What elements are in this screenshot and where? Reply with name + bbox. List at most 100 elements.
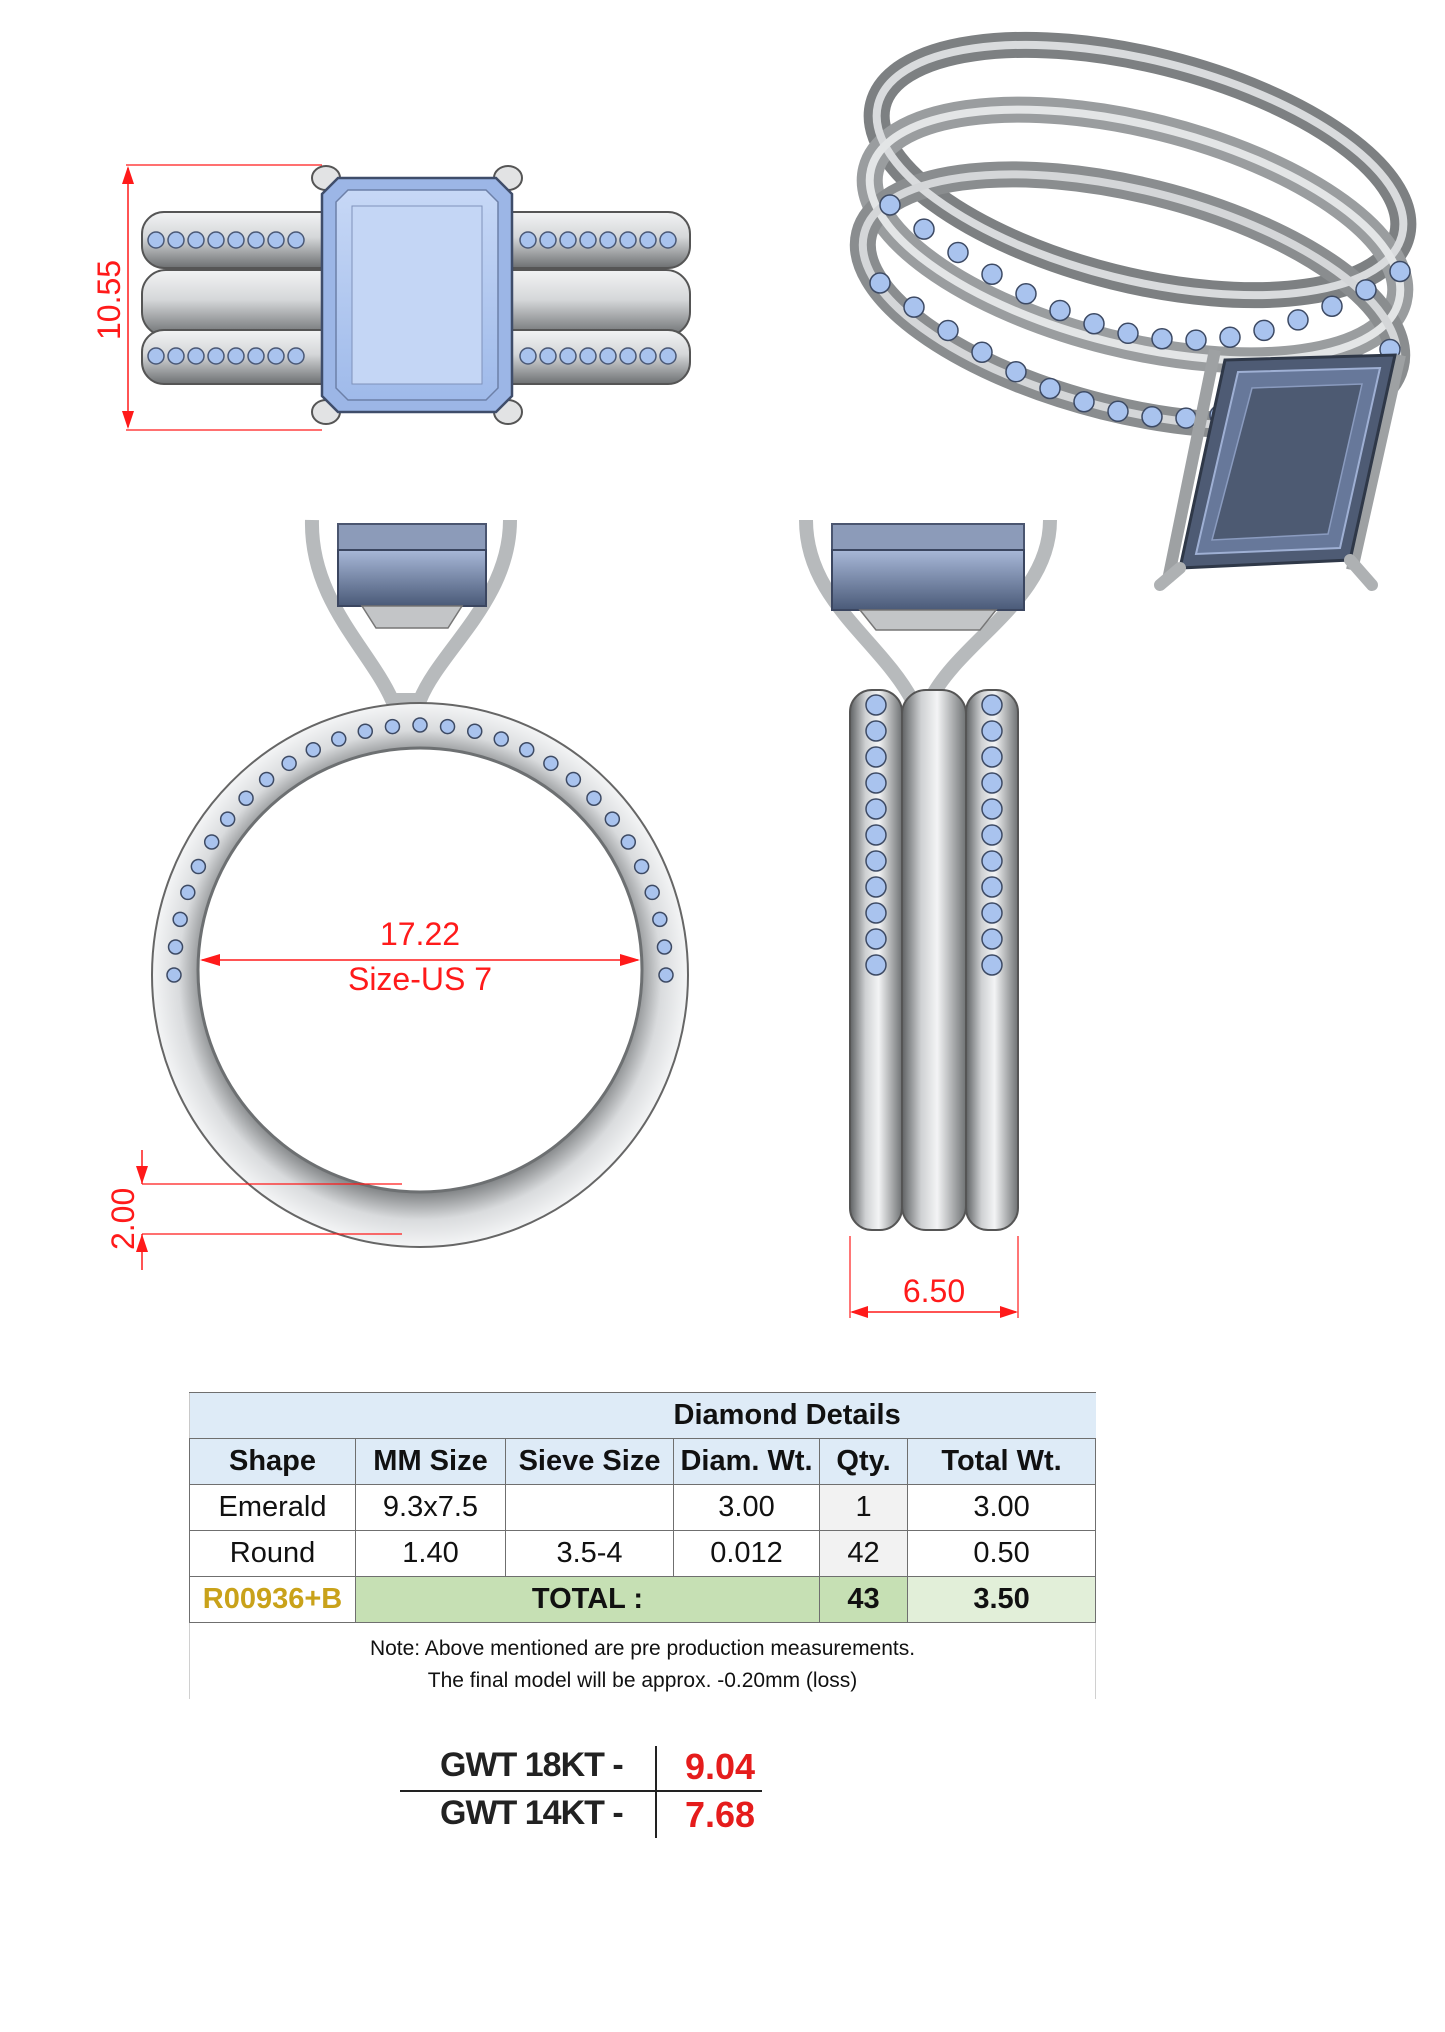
accent-stone	[865, 746, 887, 768]
accent-stone	[1005, 361, 1027, 383]
accent-stone	[1107, 400, 1129, 423]
accent-stone	[147, 347, 165, 365]
table-cell: 42	[819, 1530, 909, 1577]
accent-stone	[971, 341, 993, 363]
accent-stone	[981, 263, 1003, 285]
gwt-divider	[400, 1790, 762, 1792]
note-line: Note: Above mentioned are pre production…	[369, 1637, 916, 1660]
accent-stone	[167, 939, 184, 955]
accent-stone	[659, 231, 677, 249]
accent-stone	[172, 911, 188, 928]
accent-stone	[565, 771, 582, 788]
accent-stone	[207, 347, 225, 365]
accent-stone	[287, 347, 305, 365]
header-cell: Qty.	[819, 1438, 909, 1485]
accent-stone	[559, 347, 577, 365]
width-value: 6.50	[903, 1273, 965, 1309]
accent-stone	[865, 850, 887, 872]
accent-stone	[187, 347, 205, 365]
total-row: R00936+B TOTAL : 43 3.50	[189, 1576, 1097, 1623]
accent-stone	[981, 824, 1003, 846]
accent-stone	[227, 231, 245, 249]
accent-stone	[519, 231, 537, 249]
accent-stone	[586, 790, 602, 806]
accent-stone	[238, 790, 254, 806]
ring-technical-drawing: 10.55 17.22 Size-US 7	[91, 31, 1417, 1318]
table-cell: 3.00	[673, 1484, 821, 1531]
accent-stone	[1073, 391, 1095, 413]
header-cell: Diam. Wt.	[673, 1438, 821, 1485]
thickness-dimension: 2.00	[105, 1150, 402, 1270]
perspective-view	[849, 31, 1417, 591]
accent-stone	[1321, 295, 1343, 317]
accent-stone	[357, 723, 374, 740]
accent-stone	[227, 347, 245, 365]
note-row: Note: Above mentioned are pre production…	[188, 1622, 1097, 1699]
gwt-14kt-value: 7.68	[685, 1794, 756, 1835]
height-dimension: 10.55	[91, 164, 322, 431]
accent-stone	[1049, 299, 1071, 322]
accent-stone	[1287, 309, 1309, 331]
accent-stone	[604, 811, 621, 827]
accent-stone	[903, 296, 925, 318]
table-cell: 3.00	[907, 1484, 1097, 1531]
accent-stone	[981, 746, 1003, 768]
accent-stone	[466, 723, 483, 740]
note-line: The final model will be approx. -0.20mm …	[427, 1669, 858, 1692]
accent-stone	[267, 347, 285, 365]
accent-stone	[981, 954, 1003, 976]
accent-stone	[219, 811, 236, 827]
accent-stone	[1389, 260, 1411, 283]
accent-stone	[1219, 326, 1241, 348]
top-view	[141, 165, 691, 425]
accent-stone	[913, 218, 935, 240]
accent-stone	[1039, 377, 1061, 400]
accent-stone	[599, 231, 617, 249]
diameter-value: 17.22	[380, 916, 460, 952]
gwt-18kt-value: 9.04	[685, 1746, 756, 1787]
accent-stone	[981, 876, 1003, 898]
accent-stone	[981, 928, 1003, 950]
accent-stone	[203, 834, 220, 850]
accent-stone	[599, 347, 617, 365]
header-cell: Sieve Size	[504, 1438, 675, 1485]
accent-stone	[1083, 313, 1105, 335]
accent-stone	[865, 902, 887, 924]
accent-stone	[620, 834, 637, 850]
accent-stone	[1151, 328, 1173, 350]
accent-stone	[543, 755, 559, 772]
table-cell: Emerald	[189, 1484, 356, 1531]
model-code: R00936+B	[189, 1576, 356, 1623]
accent-stone	[937, 319, 959, 342]
accent-stone	[865, 798, 887, 820]
accent-stone	[287, 231, 305, 249]
gwt-14kt-label: GWT 14KT -	[440, 1794, 624, 1832]
accent-stone	[865, 876, 887, 898]
accent-stone	[518, 742, 535, 758]
accent-stone	[207, 231, 225, 249]
accent-stone	[331, 731, 347, 747]
accent-stone	[659, 347, 677, 365]
accent-stone	[981, 798, 1003, 820]
accent-stone	[639, 231, 657, 249]
accent-stone	[247, 231, 265, 249]
accent-stone	[579, 347, 597, 365]
table-cell: 1.40	[355, 1530, 506, 1577]
table-cell: 1	[819, 1484, 909, 1531]
accent-stone	[247, 347, 265, 365]
table-title: Diamond Details	[673, 1399, 901, 1431]
accent-stone	[619, 231, 637, 249]
accent-stone	[981, 694, 1003, 716]
accent-stone	[539, 231, 557, 249]
accent-stone	[439, 718, 456, 735]
accent-stone	[147, 231, 165, 249]
accent-stone	[493, 731, 509, 747]
table-cell: 3.5-4	[504, 1530, 675, 1577]
header-cell: Total Wt.	[907, 1438, 1097, 1485]
total-qty: 43	[819, 1576, 909, 1623]
accent-stone	[190, 858, 207, 875]
accent-stone	[879, 194, 901, 216]
table-header-row: Shape MM Size Sieve Size Diam. Wt. Qty. …	[189, 1438, 1097, 1485]
accent-stone	[865, 928, 887, 950]
accent-stone	[1253, 319, 1275, 342]
